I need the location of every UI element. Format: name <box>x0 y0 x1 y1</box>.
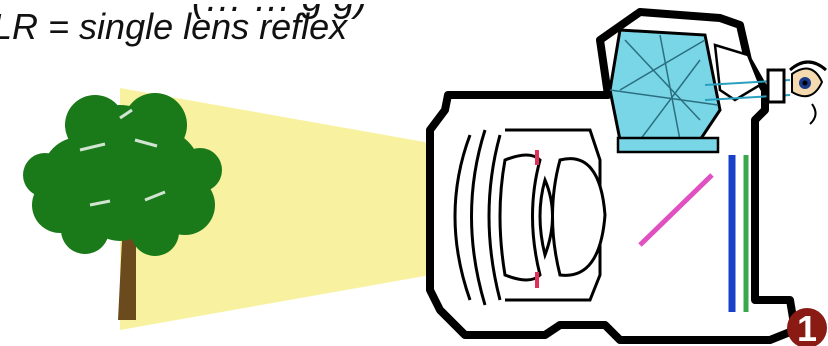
step-number: 1 <box>797 308 817 346</box>
eyepiece <box>768 70 784 102</box>
eye-icon <box>790 62 826 124</box>
